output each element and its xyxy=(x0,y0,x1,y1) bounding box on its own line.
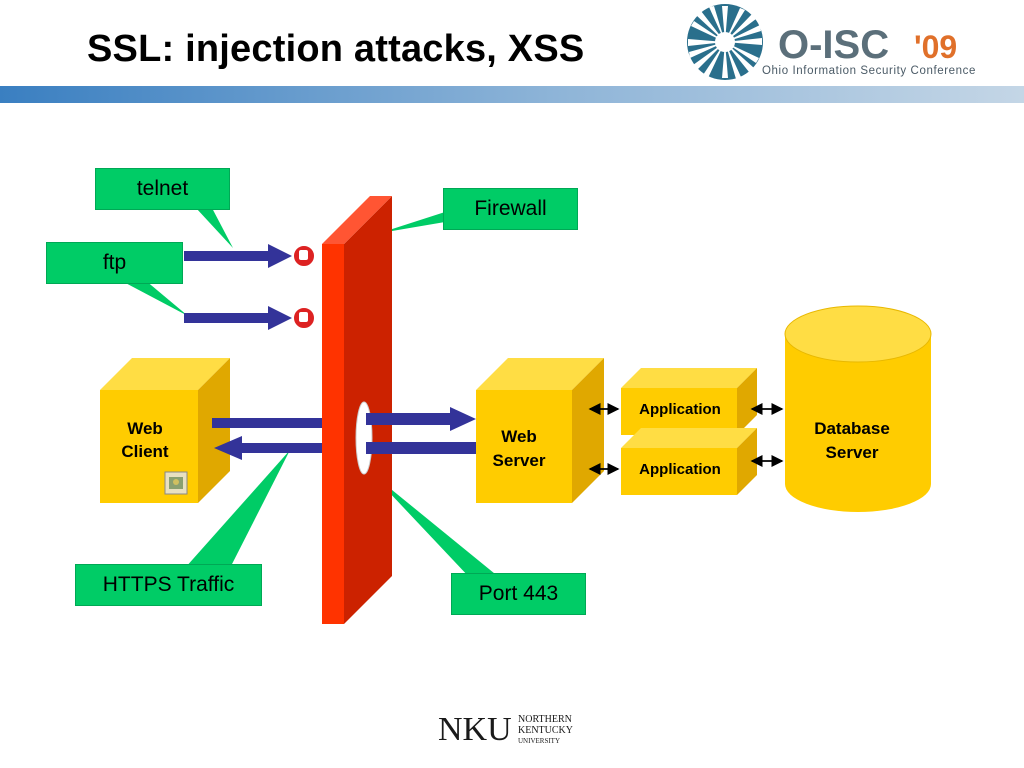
starburst-icon xyxy=(687,4,763,80)
ftp-callout-tail xyxy=(120,280,188,316)
nku-logo: NKU NORTHERN KENTUCKY UNIVERSITY xyxy=(438,711,573,748)
web-server-box: Web Server xyxy=(476,358,604,503)
https-arrow-to-client xyxy=(214,436,322,460)
application-box-2: Application xyxy=(621,428,757,495)
application-box-1: Application xyxy=(621,368,757,435)
logo-name: O-ISC xyxy=(778,23,889,67)
telnet-callout-tail xyxy=(196,208,233,248)
web-client-label-1: Web xyxy=(127,419,163,438)
nku-mark: NKU xyxy=(438,711,512,748)
https-traffic-callout: HTTPS Traffic xyxy=(75,564,262,606)
o-isc-logo: O-ISC '09 Ohio Information Security Conf… xyxy=(687,4,976,80)
database-cylinder: Database Server xyxy=(784,305,932,512)
firewall-callout-tail xyxy=(380,212,445,233)
nku-line-2: KENTUCKY xyxy=(518,725,573,736)
firewall-callout: Firewall xyxy=(443,188,578,230)
port-443-callout: Port 443 xyxy=(451,573,586,615)
nku-line-3: UNIVERSITY xyxy=(518,737,560,745)
stop-hand-icon xyxy=(292,306,316,330)
port-443-opening xyxy=(355,401,373,475)
database-label-2: Server xyxy=(826,443,879,462)
application-label-1: Application xyxy=(639,401,721,418)
telnet-arrow xyxy=(184,244,292,268)
https-arrow-from-server xyxy=(366,442,476,454)
stop-hand-icon xyxy=(292,244,316,268)
browser-icon xyxy=(164,471,188,495)
web-server-label-1: Web xyxy=(501,427,537,446)
web-client-box: Web Client xyxy=(100,358,230,503)
logo-year: '09 xyxy=(914,29,957,65)
telnet-callout: telnet xyxy=(95,168,230,210)
port-callout-tail xyxy=(370,472,500,578)
slide-title: SSL: injection attacks, XSS xyxy=(87,28,585,70)
web-client-label-2: Client xyxy=(121,442,169,461)
logo-subtitle: Ohio Information Security Conference xyxy=(762,65,976,77)
https-arrow-to-firewall xyxy=(212,418,322,428)
ftp-callout: ftp xyxy=(46,242,183,284)
firewall-wall xyxy=(322,196,392,624)
nku-line-1: NORTHERN xyxy=(518,714,572,725)
title-band xyxy=(0,86,1024,103)
database-label-1: Database xyxy=(814,419,890,438)
https-callout-tail xyxy=(185,450,290,568)
web-server-label-2: Server xyxy=(493,451,546,470)
https-arrow-to-server xyxy=(366,407,476,431)
application-label-2: Application xyxy=(639,461,721,478)
ftp-arrow xyxy=(184,306,292,330)
